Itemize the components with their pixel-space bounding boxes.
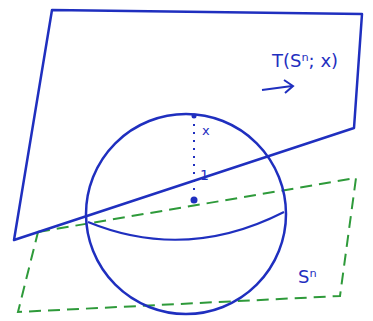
radius-line	[193, 116, 195, 196]
point-label: x	[202, 124, 210, 137]
sphere-outline	[86, 114, 286, 314]
plane-label: T(Sⁿ; x)	[272, 52, 338, 70]
radius-label: 1	[200, 168, 209, 182]
tangent-plane	[14, 10, 362, 240]
equator-arc	[88, 212, 284, 240]
sphere-label: Sⁿ	[298, 268, 317, 286]
equatorial-plane	[18, 178, 356, 312]
tangent-point	[192, 114, 197, 119]
vector-arrow	[262, 86, 292, 90]
center-point	[191, 197, 198, 204]
arrow-head	[284, 80, 293, 93]
